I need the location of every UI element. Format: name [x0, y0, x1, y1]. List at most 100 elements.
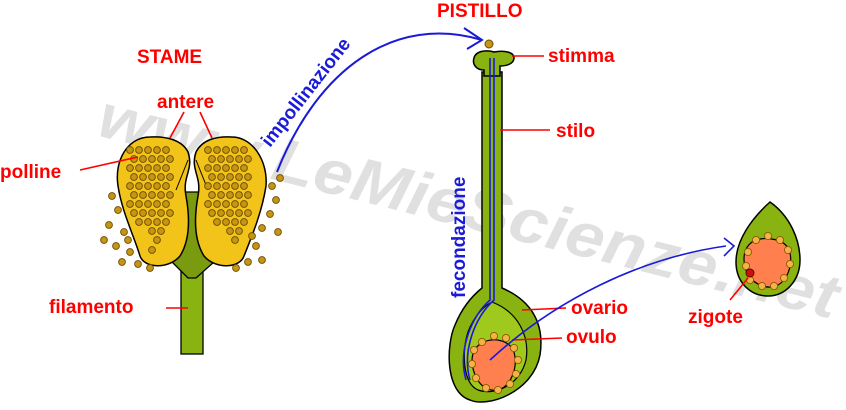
label-filamento: filamento — [49, 297, 133, 318]
ovule-cell — [513, 355, 523, 365]
pollen-grain — [166, 155, 174, 163]
pollen-grain — [153, 146, 161, 154]
label-fecondazione: fecondazione — [449, 177, 470, 298]
pollen-grain — [126, 164, 134, 172]
pollen-grain — [162, 146, 170, 154]
zygote-cell — [775, 235, 785, 245]
pollen-grain — [126, 248, 134, 256]
label-ovulo: ovulo — [566, 327, 617, 348]
pollen-grain — [226, 191, 234, 199]
zygote-cell — [743, 247, 753, 257]
pollen-grain — [235, 209, 243, 217]
pollen-grain — [235, 173, 243, 181]
pollen-grain — [226, 155, 234, 163]
pollen-grain — [226, 173, 234, 181]
pollen-grain — [244, 191, 252, 199]
pollen-grain — [217, 155, 225, 163]
pollen-grain — [231, 218, 239, 226]
pollen-grain — [240, 164, 248, 172]
pollen-grain — [266, 210, 274, 218]
pollen-grain — [204, 146, 212, 154]
pollen-grain — [148, 191, 156, 199]
pollen-grain — [232, 264, 240, 272]
pollen-grain — [130, 173, 138, 181]
fertilization-arrow — [489, 245, 727, 361]
pollen-grain — [208, 173, 216, 181]
pollen-grain — [217, 173, 225, 181]
pollen-grain — [157, 155, 165, 163]
zygote-cell — [783, 245, 793, 255]
pollination-arrowhead — [463, 27, 484, 50]
pollen-grain — [235, 191, 243, 199]
ovule-cell — [511, 369, 521, 379]
pollen-grain — [204, 164, 212, 172]
ovule-cell — [493, 385, 503, 395]
label-pistillo: PISTILLO — [437, 1, 523, 22]
label-zigote: zigote — [688, 307, 743, 328]
pollen-grain — [112, 242, 120, 250]
ovule-cells — [467, 331, 523, 395]
pollen-grain — [124, 236, 132, 244]
pollen-grain — [222, 182, 230, 190]
pollen-grain — [213, 200, 221, 208]
pollen-grain — [226, 209, 234, 217]
pollen-grain — [268, 182, 276, 190]
pollen-grain — [162, 164, 170, 172]
pollen-grain — [135, 218, 143, 226]
pollen-grain — [139, 209, 147, 217]
zygote-cell — [741, 261, 751, 271]
pollen-grain — [244, 173, 252, 181]
pollen-grain — [222, 146, 230, 154]
pollination-arrow — [276, 32, 483, 173]
pollen-grain — [231, 200, 239, 208]
label-antere: antere — [157, 92, 214, 113]
pollen-grain — [120, 228, 128, 236]
pollen-grain — [213, 164, 221, 172]
pollen-grain — [139, 191, 147, 199]
pollen-grain — [240, 200, 248, 208]
pollen-grain — [276, 174, 284, 182]
pollen-grain — [208, 155, 216, 163]
pollen-grain — [135, 200, 143, 208]
pollen-grain — [130, 191, 138, 199]
pollen-grain — [244, 155, 252, 163]
pollen-grain — [213, 218, 221, 226]
pollen-grain — [108, 192, 116, 200]
pollen-grain — [235, 155, 243, 163]
pollen-grain — [208, 191, 216, 199]
pollen-grain — [231, 164, 239, 172]
stamen-pollen — [100, 146, 284, 272]
pollen-grain — [274, 228, 282, 236]
pollen-grain — [244, 258, 252, 266]
ovule-cell — [481, 383, 491, 393]
pollen-grain — [144, 200, 152, 208]
pollen-grain — [272, 196, 280, 204]
pollen-grain — [217, 209, 225, 217]
pollen-grain — [222, 218, 230, 226]
pollen-grain — [231, 146, 239, 154]
ovule-cell — [471, 373, 481, 383]
pollen-grain — [166, 209, 174, 217]
zygote-cell — [779, 273, 789, 283]
pointer-ovulo — [511, 337, 563, 341]
pollen-grain — [148, 246, 156, 254]
label-ovario: ovario — [571, 298, 628, 319]
pollen-tube — [462, 58, 495, 381]
pollen-grain — [157, 209, 165, 217]
stigma-pollen-grain — [484, 39, 494, 49]
pollen-grain — [166, 173, 174, 181]
pointer-antere-right — [199, 111, 213, 139]
pollen-grain — [157, 227, 165, 235]
pollen-grain — [258, 224, 266, 232]
label-stilo: stilo — [556, 121, 595, 142]
pollen-grain — [244, 209, 252, 217]
pollen-grain — [126, 200, 134, 208]
pointer-polline — [79, 156, 139, 171]
ovule-cell — [489, 331, 499, 341]
pollen-grain — [166, 191, 174, 199]
pollen-grain — [114, 206, 122, 214]
fertilization-arrowhead — [723, 237, 736, 257]
pollen-grain — [231, 182, 239, 190]
